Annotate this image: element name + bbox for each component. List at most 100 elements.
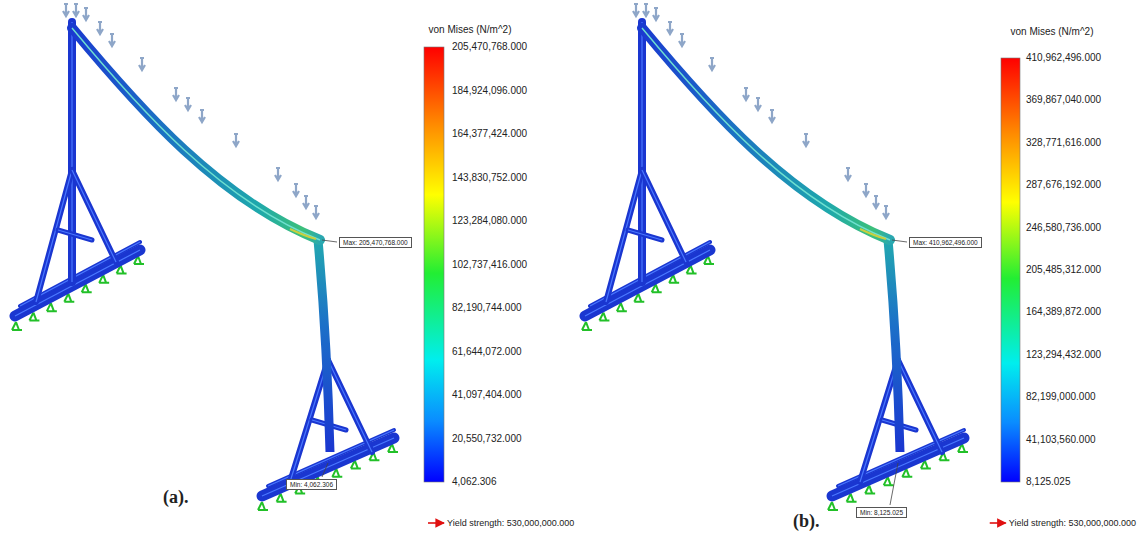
frame-member [585, 250, 710, 316]
probe-text: Max: 410,962,496.000 [913, 239, 978, 246]
frame-member [68, 22, 76, 282]
frame-member-edge [898, 360, 942, 452]
scale-value-text: 41,097,404.000 [452, 389, 522, 400]
load-arrow [109, 34, 115, 46]
load-arrow [313, 206, 319, 218]
frame-member [642, 170, 686, 262]
frame-post [888, 240, 900, 452]
load-arrow [185, 98, 191, 110]
frame-member-edge [15, 250, 140, 316]
panel-label: (a). [163, 488, 189, 506]
probe-box: Max: 410,962,496.000 [909, 237, 982, 248]
scale-value-text: 143,830,752.000 [452, 172, 527, 183]
scale-value: 8,125.025 [1026, 477, 1071, 487]
scale-value: 41,103,560.000 [1026, 435, 1096, 445]
scale-value-text: 123,284,080.000 [452, 215, 527, 226]
color-scale-bar [1001, 58, 1020, 482]
frame-member-edge [642, 170, 686, 262]
load-arrow [667, 22, 673, 34]
panel-label-text: (a). [163, 487, 189, 507]
probe-box: Max: 205,470,768.000 [339, 237, 412, 248]
yield-strength: Yield strength: 530,000,000.000 [1009, 519, 1136, 528]
load-arrow [769, 110, 775, 122]
leader-line [322, 463, 328, 477]
scale-value: 410,962,496.000 [1026, 53, 1101, 63]
scale-value-text: 82,190,744.000 [452, 302, 522, 313]
scale-value-text: 410,962,496.000 [1026, 52, 1101, 63]
load-arrow [233, 134, 239, 146]
scale-value-text: 61,644,072.000 [452, 346, 522, 357]
scale-value: 143,830,752.000 [452, 173, 527, 183]
scale-value: 82,199,000.000 [1026, 392, 1096, 402]
frame-member-edge [72, 170, 116, 262]
scale-value-text: 82,199,000.000 [1026, 391, 1096, 402]
frame-beam [72, 28, 320, 240]
load-arrow [83, 8, 89, 20]
frame-member [628, 230, 662, 240]
scale-value-text: 41,103,560.000 [1026, 434, 1096, 445]
scale-value-text: 184,924,096.000 [452, 85, 527, 96]
load-arrow [743, 88, 749, 100]
probe-box: Min: 8,125.025 [856, 507, 907, 518]
panel-label: (b). [793, 512, 820, 530]
frame-member-edge [628, 230, 662, 240]
frame-member [72, 170, 116, 262]
scale-value: 123,284,080.000 [452, 216, 527, 226]
yield-strength: Yield strength: 530,000,000.000 [447, 519, 574, 528]
frame-beam-edge [72, 28, 320, 240]
load-arrow [97, 22, 103, 34]
scale-value-text: 102,737,416.000 [452, 259, 527, 270]
scale-value: 102,737,416.000 [452, 260, 527, 270]
scale-value-text: 369,867,040.000 [1026, 94, 1101, 105]
stress-hotspot [290, 229, 316, 239]
load-arrow [863, 184, 869, 196]
scale-title: von Mises (N/m^2) [1010, 27, 1093, 37]
leader-line [890, 463, 898, 505]
frame-member [606, 170, 642, 302]
load-arrow [633, 4, 639, 16]
frame-member [15, 250, 140, 316]
frame-member-edge [58, 230, 92, 240]
load-arrow [275, 168, 281, 180]
frame-member-edge [585, 250, 710, 316]
scale-title-text: von Mises (N/m^2) [428, 24, 511, 35]
load-arrow [139, 58, 145, 70]
scale-value: 82,190,744.000 [452, 303, 522, 313]
scale-value-text: 246,580,736.000 [1026, 222, 1101, 233]
frame-member [898, 360, 942, 452]
load-arrow [653, 8, 659, 20]
load-arrow [173, 88, 179, 100]
scale-value-text: 8,125.025 [1026, 476, 1071, 487]
scale-value-text: 205,470,768.000 [452, 41, 527, 52]
scale-value: 41,097,404.000 [452, 390, 522, 400]
scale-value-text: 164,377,424.000 [452, 128, 527, 139]
scale-value: 4,062.306 [452, 477, 497, 487]
fixture-symbol [828, 502, 838, 510]
scale-value: 287,676,192.000 [1026, 180, 1101, 190]
frame-model [12, 4, 398, 510]
stress-hotspot [860, 229, 886, 239]
panel-label-text: (b). [793, 511, 820, 531]
load-arrow [199, 110, 205, 122]
yield-strength-text: Yield strength: 530,000,000.000 [1009, 518, 1136, 528]
leader-line [322, 240, 337, 242]
scale-title-text: von Mises (N/m^2) [1010, 26, 1093, 37]
scale-value: 328,771,616.000 [1026, 138, 1101, 148]
load-arrow [845, 168, 851, 180]
scale-value: 205,470,768.000 [452, 42, 527, 52]
probe-leaders [322, 240, 907, 505]
load-arrow [803, 134, 809, 146]
scale-value-text: 205,485,312.000 [1026, 264, 1101, 275]
leader-line [892, 240, 907, 242]
frame-post [318, 240, 330, 452]
probe-box: Min: 4,062.306 [286, 479, 337, 490]
frame-member [328, 360, 372, 452]
yield-arrow [428, 522, 444, 524]
load-arrow [293, 184, 299, 196]
load-arrow [755, 98, 761, 110]
scale-title: von Mises (N/m^2) [428, 25, 511, 35]
scale-value: 123,294,432.000 [1026, 350, 1101, 360]
frame-member [638, 22, 646, 282]
scale-value-text: 328,771,616.000 [1026, 137, 1101, 148]
scale-value: 61,644,072.000 [452, 347, 522, 357]
